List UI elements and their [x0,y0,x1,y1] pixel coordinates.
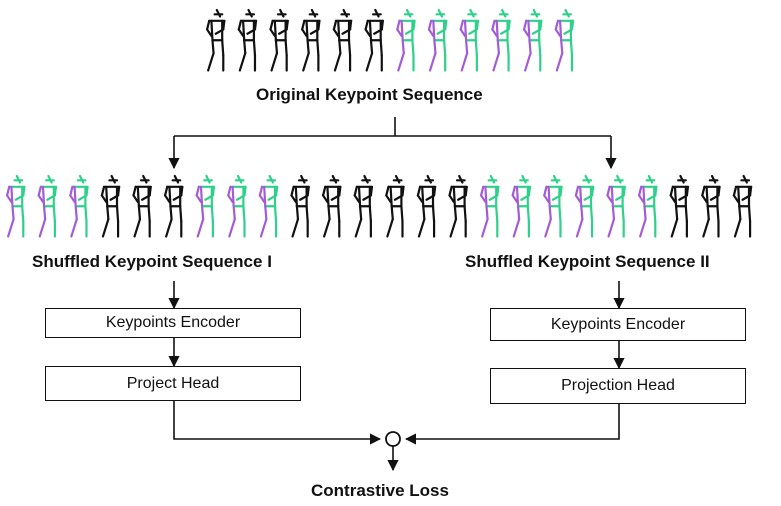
keypoint-figure-black [669,174,690,238]
keypoint-figure-colored [5,174,26,238]
keypoint-figure-colored [427,8,448,72]
original-sequence-figures [205,8,575,72]
keypoint-figure-black [132,174,152,238]
keypoint-figure-black [732,174,753,238]
keypoint-figure-colored [459,8,480,72]
keypoint-figure-black [301,8,321,72]
keypoint-figure-black [321,174,342,238]
shuffled-sequence-figures [5,174,753,238]
keypoint-figure-colored [554,8,575,72]
keypoint-figure-black [269,8,289,72]
left-head-box: Project Head [45,366,301,401]
keypoint-figure-black [205,8,226,72]
keypoint-figure-colored [258,174,279,238]
keypoint-figure-black [290,174,310,238]
keypoint-figure-black [364,8,384,72]
right-encoder-box: Keypoints Encoder [490,308,746,341]
keypoint-figure-black [163,174,184,238]
keypoint-figure-black [353,174,374,238]
keypoint-figure-black [385,174,405,238]
keypoint-figure-black [100,174,121,238]
keypoint-figure-black [416,174,437,238]
shuffled-sequence-1-title: Shuffled Keypoint Sequence I [32,252,272,271]
keypoint-figure-colored [574,174,595,238]
left-encoder-box: Keypoints Encoder [45,308,301,338]
keypoint-figure-black [237,8,258,72]
right-head-box: Projection Head [490,368,746,404]
split-arrows [168,117,617,170]
keypoint-figure-colored [491,8,511,72]
keypoint-figure-colored [195,174,216,238]
keypoint-figure-black [701,174,721,238]
left-branch-arrows [168,281,382,445]
contrastive-loss-label: Contrastive Loss [311,481,449,500]
combine-node [385,431,401,447]
keypoint-figure-colored [69,174,89,238]
keypoint-figure-colored [543,174,563,238]
right-branch-arrows [404,281,625,445]
keypoint-figure-colored [637,174,658,238]
keypoint-figure-colored [511,174,532,238]
keypoint-figure-colored [522,8,543,72]
keypoint-figure-colored [37,174,58,238]
keypoint-figure-black [448,174,468,238]
shuffled-sequence-2-title: Shuffled Keypoint Sequence II [465,252,710,271]
keypoint-figure-colored [479,174,500,238]
keypoint-figure-colored [606,174,626,238]
keypoint-figure-colored [396,8,416,72]
keypoint-figure-black [332,8,353,72]
original-sequence-title: Original Keypoint Sequence [256,85,483,104]
keypoint-figure-colored [227,174,247,238]
